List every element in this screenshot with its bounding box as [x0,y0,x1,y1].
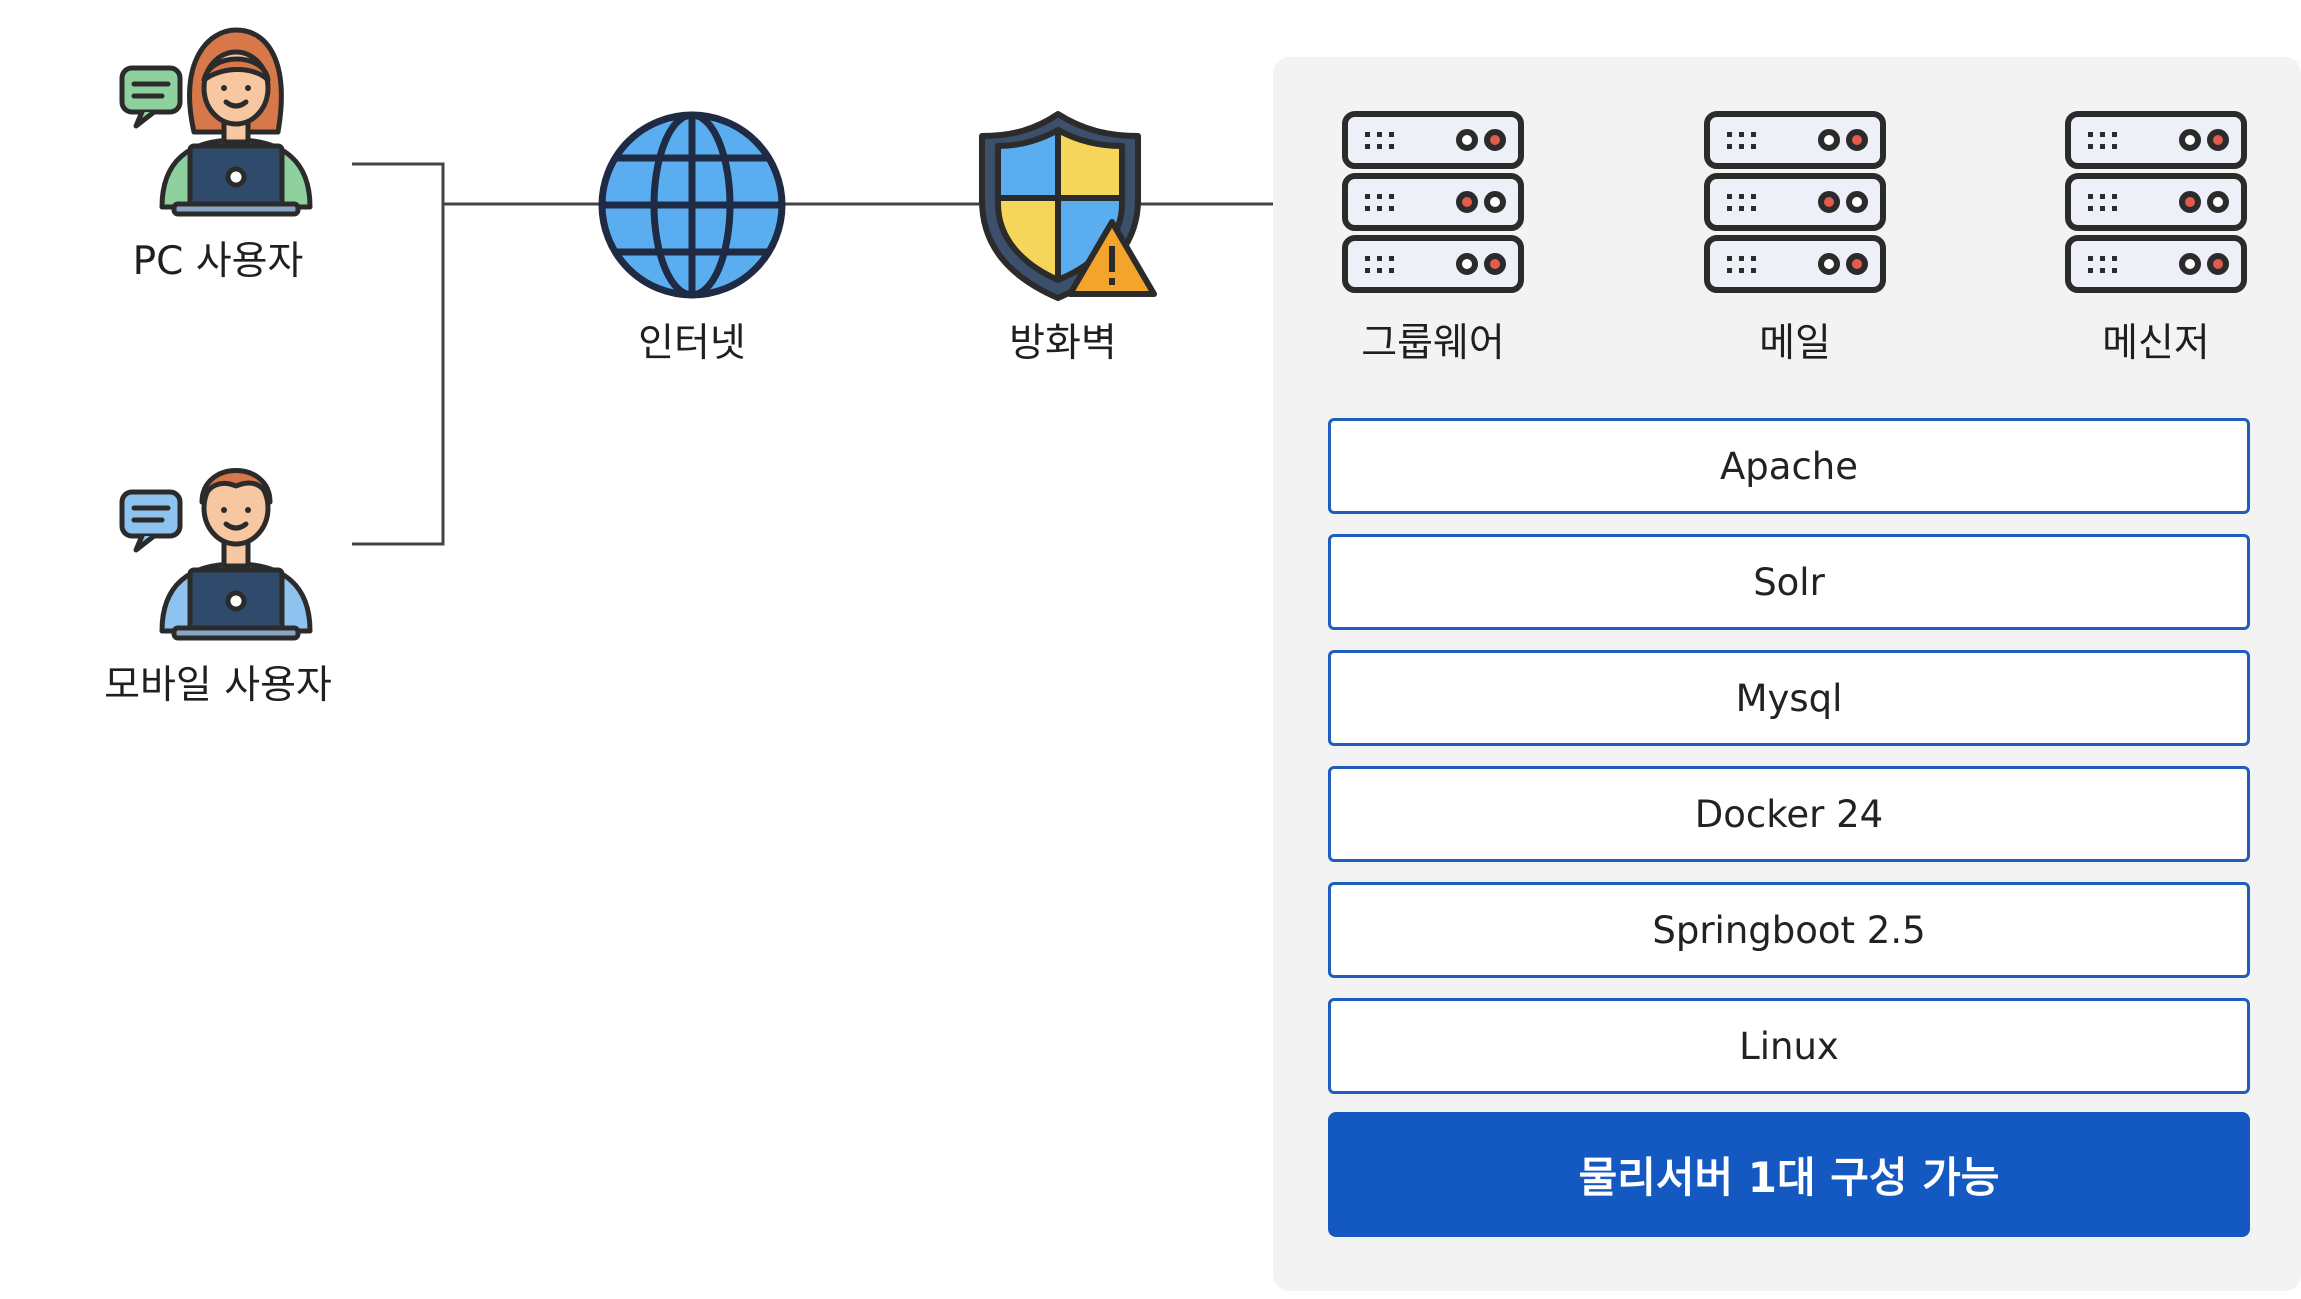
pc-user-label: PC 사용자 [118,238,318,286]
stack-layer-label: Linux [1739,1025,1839,1068]
mobile-user-label: 모바일 사용자 [68,662,368,710]
summary-label: 물리서버 1대 구성 가능 [1579,1144,2000,1205]
single-server-summary: 물리서버 1대 구성 가능 [1328,1112,2250,1237]
user-bracket-line [352,164,443,544]
firewall-label: 방화벽 [963,320,1163,368]
messenger-label: 메신저 [2056,320,2256,368]
internet-label: 인터넷 [592,320,792,368]
shield-warning-icon [978,108,1164,304]
stack-layer-springboot: Springboot 2.5 [1328,882,2250,978]
stack-layer-solr: Solr [1328,534,2250,630]
mail-label: 메일 [1695,320,1895,368]
stack-layer-label: Mysql [1736,677,1843,720]
groupware-server-icon [1337,108,1529,300]
messenger-server-icon [2060,108,2252,300]
stack-layer-label: Apache [1720,445,1858,488]
stack-layer-label: Docker 24 [1695,793,1883,836]
stack-layer-label: Springboot 2.5 [1652,909,1925,952]
groupware-label: 그룹웨어 [1333,320,1533,368]
stack-layer-apache: Apache [1328,418,2250,514]
mail-server-icon [1699,108,1891,300]
stack-layer-linux: Linux [1328,998,2250,1094]
globe-icon [595,108,789,302]
stack-layer-mysql: Mysql [1328,650,2250,746]
pc-user-icon [118,22,318,217]
stack-layer-label: Solr [1753,561,1825,604]
stack-layer-docker: Docker 24 [1328,766,2250,862]
mobile-user-icon [118,446,318,641]
